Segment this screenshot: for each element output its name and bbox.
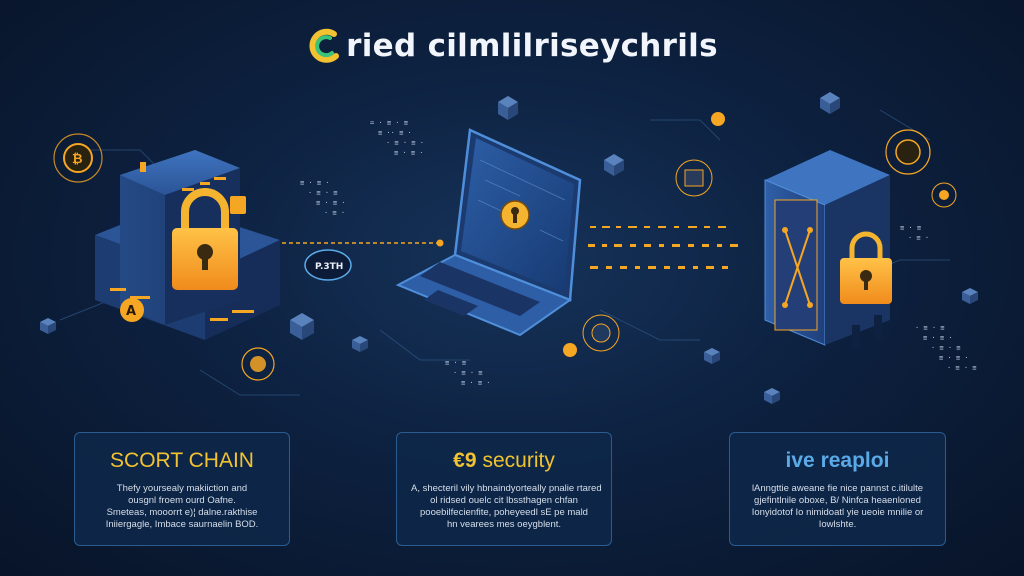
- svg-text:· ≡ · ≡: · ≡ · ≡: [453, 369, 483, 377]
- dot-node: [711, 112, 725, 126]
- svg-text:· ≡ · ≡: · ≡ · ≡: [931, 344, 961, 352]
- svg-text:≡ · ≡ ·: ≡ · ≡ ·: [461, 379, 491, 387]
- svg-text:· ≡ ·: · ≡ ·: [908, 234, 929, 242]
- card-security: €9 security A, shecteril vily hbnaindyor…: [396, 432, 612, 546]
- lock-badge-text: P.3TH: [315, 262, 343, 272]
- svg-text:≡ · ≡ ·: ≡ · ≡ ·: [300, 179, 330, 187]
- page-title: ried cilmlilriseychrils: [346, 28, 718, 64]
- svg-text:≡ · ≡: ≡ · ≡: [900, 224, 921, 232]
- key-icon: [500, 200, 530, 230]
- svg-text:≡ · ≡ ·: ≡ · ≡ ·: [939, 354, 969, 362]
- card-title: €9 security: [453, 449, 555, 472]
- card-realtime: ive reaploi lAnngttie aweane fie nice pa…: [729, 432, 946, 546]
- padlock-icon: [172, 188, 238, 290]
- svg-text:≡ · ≡ ·: ≡ · ≡ ·: [923, 334, 953, 342]
- svg-text:≡ ·· ≡ ·: ≡ ·· ≡ ·: [378, 129, 412, 137]
- coin-icon: [120, 298, 144, 322]
- scene-illustration: = · ≡ · ≡ ≡ ·· ≡ · · ≡ · ≡ · ≡ · ≡ · ≡ · ≡ …: [40, 92, 978, 404]
- circle-node-icon: [931, 182, 957, 208]
- dot-node: [563, 343, 577, 357]
- cube-icon: [40, 92, 978, 404]
- card-supply-chain: SCORT CHAIN Thefy yoursealy makiiction a…: [74, 432, 290, 546]
- card-body: Thefy yoursealy makiiction and ousgnl fr…: [105, 483, 259, 530]
- gear-circle-icon: [885, 129, 931, 175]
- logo-icon: [309, 28, 340, 63]
- svg-text:· ≡ · ≡ ·: · ≡ · ≡ ·: [386, 139, 424, 147]
- bit-columns: = · ≡ · ≡ ≡ ·· ≡ · · ≡ · ≡ · ≡ · ≡ · ≡ · ≡ …: [300, 119, 977, 387]
- data-stream: [588, 226, 738, 269]
- circuit-board-icon: [675, 159, 713, 197]
- svg-text:≡ · ≡ ·: ≡ · ≡ ·: [394, 149, 424, 157]
- bitcoin-icon: ₿: [53, 133, 103, 183]
- svg-text:· ≡ ·: · ≡ ·: [324, 209, 345, 217]
- circuit-lines: [59, 109, 950, 396]
- card-title: SCORT CHAIN: [110, 449, 254, 472]
- svg-text:≡ · ≡ ·: ≡ · ≡ ·: [316, 199, 346, 207]
- svg-text:₿: ₿: [72, 152, 83, 167]
- svg-text:A: A: [126, 304, 136, 319]
- coin-circle-icon: [241, 347, 275, 381]
- svg-text:· ≡ · ≡: · ≡ · ≡: [947, 364, 977, 372]
- laptop-icon: [395, 128, 582, 337]
- svg-text:= · ≡ · ≡: = · ≡ · ≡: [370, 119, 408, 127]
- ring-icon: [582, 314, 620, 352]
- euro-icon: €9: [453, 449, 477, 472]
- svg-text:· ≡ · ≡: · ≡ · ≡: [308, 189, 338, 197]
- vault-icon: [764, 150, 890, 350]
- lock-badge: [304, 249, 352, 281]
- svg-text:≡ · ≡: ≡ · ≡: [445, 359, 466, 367]
- card-title: ive reaploi: [785, 449, 890, 472]
- svg-text:· ≡ · ≡: · ≡ · ≡: [915, 324, 945, 332]
- card-body: lAnngttie aweane fie nice pannst c.itilu…: [751, 483, 924, 530]
- connection-node: [436, 239, 444, 247]
- padlock-icon: [840, 231, 892, 304]
- card-body: A, shecteril vily hbnaindyorteally pnali…: [411, 483, 602, 530]
- header: ried cilmlilriseychrils: [0, 26, 1024, 66]
